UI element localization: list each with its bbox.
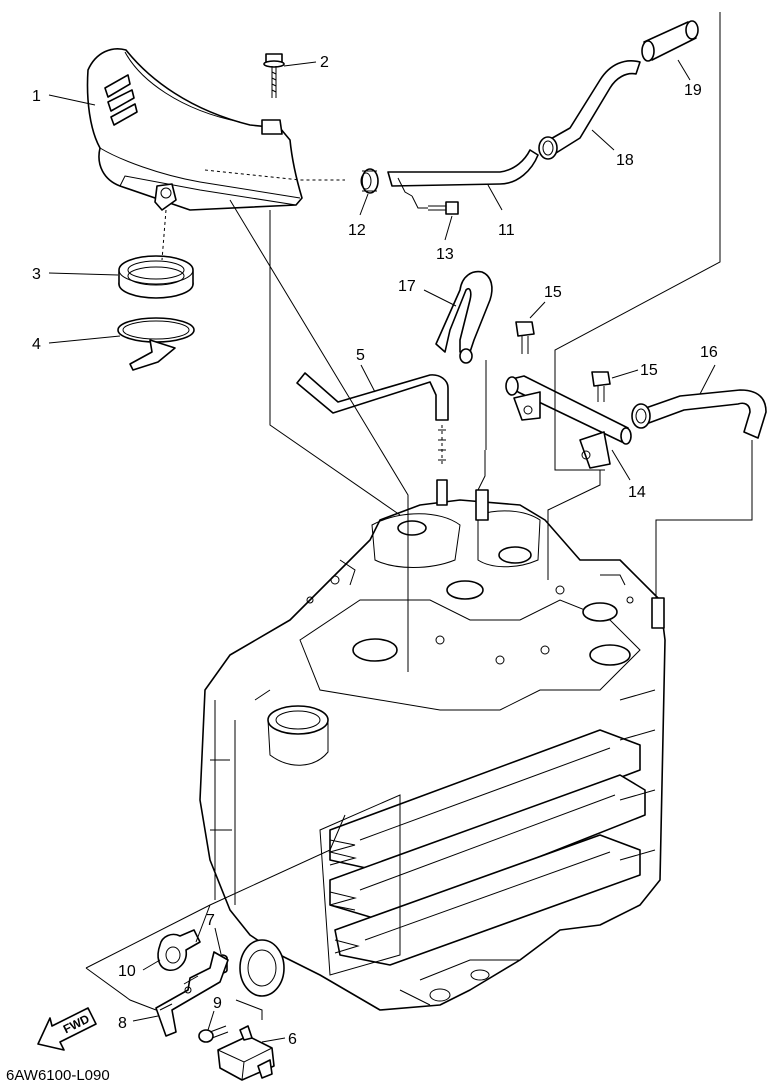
alignment-line (204, 169, 345, 181)
callout-19: 19 (684, 82, 702, 99)
part-14-joint (505, 375, 632, 469)
part-16-hose (631, 389, 767, 439)
callout-3: 3 (32, 266, 41, 283)
part-5-hose (296, 372, 449, 465)
alignment-line (161, 209, 167, 261)
callout-15-upper: 15 (544, 284, 562, 301)
part-2-bolt (263, 53, 285, 98)
callout-13: 13 (436, 246, 454, 263)
callout-6: 6 (288, 1031, 297, 1048)
part-12-grommet (360, 168, 379, 194)
callout-7: 7 (206, 912, 215, 929)
part-10-clamp (157, 929, 201, 972)
callout-16: 16 (700, 344, 718, 361)
part-19-hose (641, 20, 699, 62)
callout-5: 5 (356, 347, 365, 364)
callout-12: 12 (348, 222, 366, 239)
part-15-bolt (591, 371, 611, 402)
part-4-hose-clamp (117, 317, 195, 371)
callout-1: 1 (32, 88, 41, 105)
part-3-seal-ring (118, 255, 194, 299)
callout-2: 2 (320, 54, 329, 71)
part-6-sensor (217, 1025, 275, 1081)
callout-17: 17 (398, 278, 416, 295)
callout-4: 4 (32, 336, 41, 353)
part-18-hose (538, 60, 641, 160)
part-11-hose (387, 149, 539, 197)
callout-11: 11 (498, 222, 515, 239)
fwd-direction-arrow: FWD (37, 1007, 97, 1051)
part-15-bolt (515, 321, 535, 354)
callout-9: 9 (213, 995, 222, 1012)
part-9-screw (198, 1025, 229, 1043)
part-13-screw (428, 201, 459, 215)
callout-10: 10 (118, 963, 136, 980)
part-8-bracket (155, 951, 229, 1037)
callout-numbers: 1 2 3 4 5 6 7 8 9 10 11 12 13 14 15 15 1… (32, 54, 718, 1048)
callout-15-lower: 15 (640, 362, 658, 379)
drawing-code: 6AW6100-L090 (6, 1067, 110, 1084)
part-17-hose (435, 270, 493, 364)
leader-lines (48, 12, 753, 1043)
callout-8: 8 (118, 1015, 127, 1032)
callout-14: 14 (628, 484, 646, 501)
callout-18: 18 (616, 152, 634, 169)
part-1-intake-silencer-cover (86, 48, 303, 211)
engine-block (199, 479, 666, 1011)
